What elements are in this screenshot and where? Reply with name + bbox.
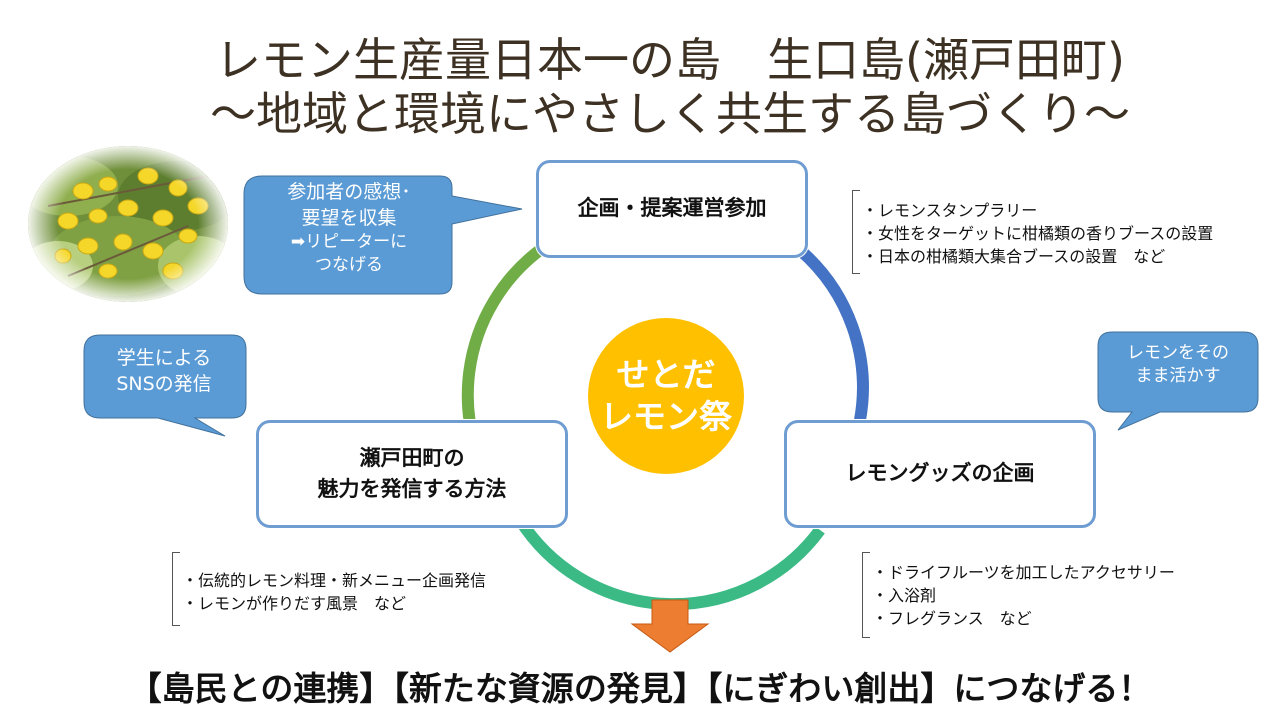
promotion-method-label-line2: 魅力を発信する方法 — [317, 477, 507, 501]
footer-goal-text: 【島民との連携】【新たな資源の発見】【にぎわい創出】につなげる！ — [128, 669, 1152, 708]
lemon-speech-bubble — [1097, 331, 1259, 431]
feedback-speech-bubble — [243, 175, 523, 295]
planning-idea-list: ・レモンスタンプラリー ・女性をターゲットに柑橘類の香りブースの設置 ・日本の柑… — [862, 199, 1213, 269]
sns-bubble-text: 学生による SNSの発信 — [86, 346, 242, 397]
left-list-bracket — [172, 552, 180, 626]
lemon-bubble-text: レモンをその まま活かす — [1100, 342, 1256, 388]
goods-idea-list: ・ドライフルーツを加工したアクセサリー ・入浴剤 ・フレグランス など — [872, 561, 1175, 631]
list-item: ・日本の柑橘類大集合ブースの設置 など — [862, 247, 1166, 267]
festival-label-line2: レモン祭 — [600, 397, 732, 436]
lemon-goods-label: レモングッズの企画 — [845, 461, 1035, 486]
ring-segment-teal — [514, 516, 825, 611]
setoda-lemon-festival-circle: せとだ レモン祭 — [588, 318, 744, 474]
list-item: ・レモンスタンプラリー — [862, 201, 1038, 220]
promotion-idea-list: ・伝統的レモン料理・新メニュー企画発信 ・レモンが作りだす風景 など — [182, 569, 486, 615]
lemon-goods-box: レモングッズの企画 — [784, 420, 1096, 528]
feedback-line2: 要望を収集 — [301, 206, 397, 229]
lemon-line1: レモンをその — [1127, 343, 1229, 363]
list-item: ・伝統的レモン料理・新メニュー企画発信 — [182, 571, 487, 590]
right-list-bracket — [862, 552, 870, 638]
list-item: ・レモンが作りだす風景 など — [182, 594, 407, 614]
festival-label-line1: せとだ — [616, 354, 716, 394]
sns-speech-bubble — [83, 334, 247, 437]
list-item: ・フレグランス など — [872, 609, 1032, 629]
lemon-tree-icon — [28, 146, 228, 302]
sns-line2: SNSの発信 — [116, 372, 212, 395]
planning-participation-label: 企画・提案運営参加 — [577, 196, 767, 221]
list-item: ・女性をターゲットに柑橘類の香りブースの設置 — [862, 224, 1214, 244]
lemon-line2: まま活かす — [1135, 365, 1221, 386]
list-item: ・ドライフルーツを加工したアクセサリー — [872, 563, 1175, 582]
feedback-line4: つなげる — [315, 255, 383, 276]
feedback-line1: 参加者の感想･ — [287, 181, 411, 203]
top-list-bracket — [852, 190, 860, 274]
feedback-line3: ➡リピーターに — [290, 232, 408, 253]
promotion-method-box: 瀬戸田町の 魅力を発信する方法 — [256, 420, 568, 528]
promotion-method-label-line1: 瀬戸田町の — [359, 445, 465, 470]
ring-segment-blue — [796, 245, 869, 422]
down-arrow-icon — [630, 599, 710, 653]
page-title-line2: ～地域と環境にやさしく共生する島づくり～ — [210, 87, 1130, 141]
planning-participation-box: 企画・提案運営参加 — [536, 160, 808, 258]
page-title-line1: レモン生産量日本一の島 生口島(瀬戸田町) — [215, 33, 1125, 87]
feedback-bubble-text: 参加者の感想･ 要望を収集 ➡リピーターに つなげる — [244, 180, 454, 277]
sns-line1: 学生による — [116, 347, 212, 369]
list-item: ・入浴剤 — [872, 586, 937, 606]
lemon-tree-photo — [28, 146, 228, 302]
